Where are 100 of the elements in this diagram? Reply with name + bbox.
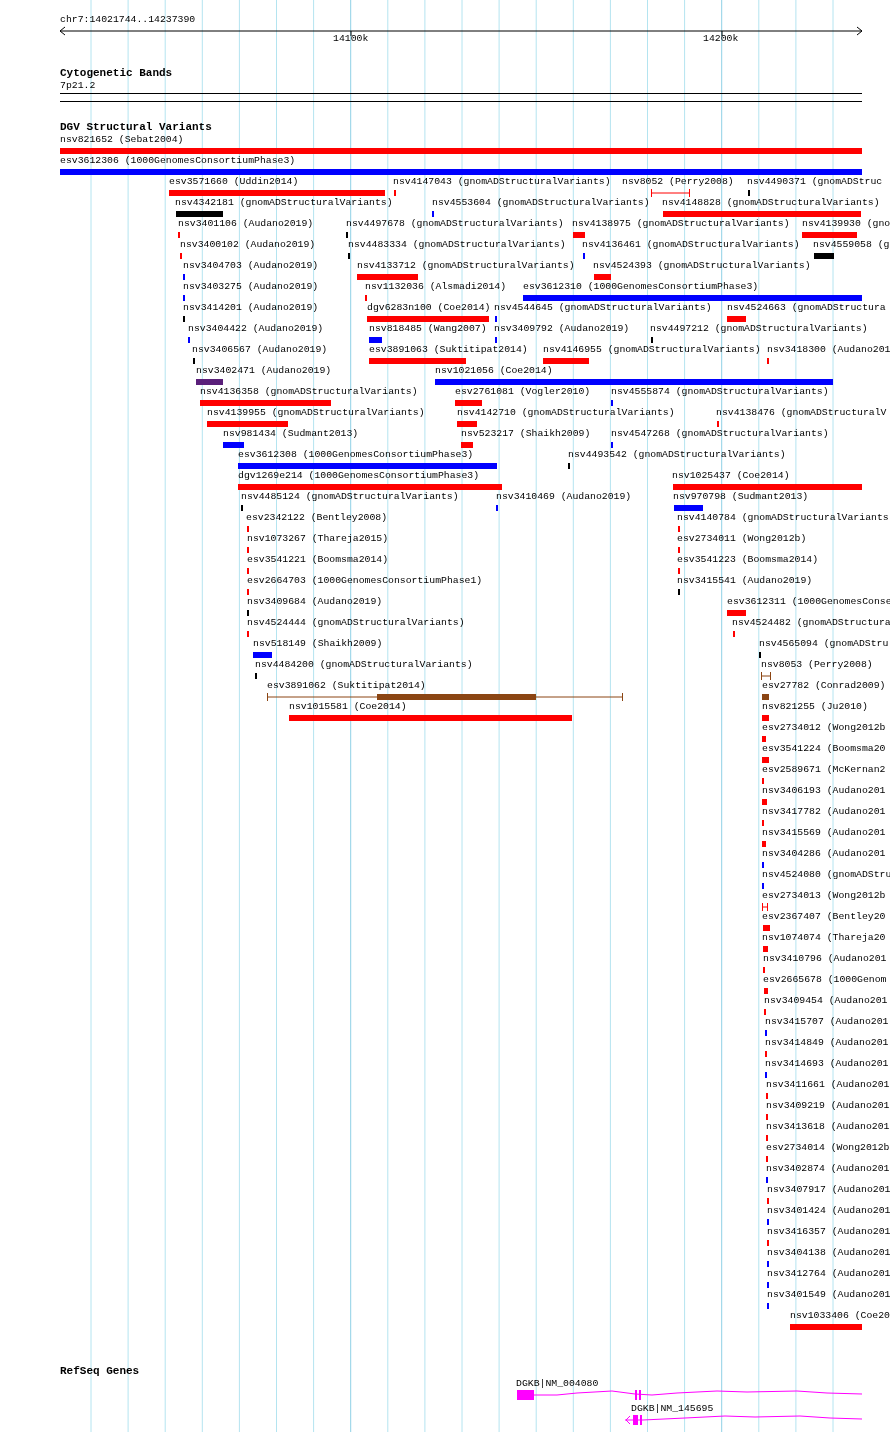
feature-label: esv2367407 (Bentley20 xyxy=(762,911,886,923)
feature-label: nsv4140784 (gnomADStructuralVariants xyxy=(677,512,889,524)
feature-label: nsv3409454 (Audano201 xyxy=(764,995,888,1007)
feature-label: esv2734013 (Wong2012b xyxy=(762,890,886,902)
feature-label: esv2665678 (1000Genom xyxy=(763,974,887,986)
feature-label: esv3612308 (1000GenomesConsortiumPhase3) xyxy=(238,449,474,461)
feature-label: nsv3404138 (Audano201 xyxy=(767,1247,890,1259)
track-heading: DGV Structural Variants xyxy=(60,121,212,133)
feature-label: nsv818485 (Wang2007) xyxy=(369,323,487,335)
feature-label: nsv4493542 (gnomADStructuralVariants) xyxy=(568,449,786,461)
feature-label: nsv3401106 (Audano2019) xyxy=(178,218,314,230)
feature-label: nsv3407917 (Audano201 xyxy=(767,1184,890,1196)
feature-label: nsv1025437 (Coe2014) xyxy=(672,470,790,482)
feature-label: nsv3402874 (Audano201 xyxy=(766,1163,890,1175)
track-heading: Cytogenetic Bands xyxy=(60,67,173,79)
axis-label: 14100k xyxy=(333,33,369,45)
feature-label: nsv1021056 (Coe2014) xyxy=(435,365,553,377)
feature-label: nsv3404422 (Audano2019) xyxy=(188,323,324,335)
feature-label: nsv3417782 (Audano201 xyxy=(762,806,886,818)
feature-label: nsv4544645 (gnomADStructuralVariants) xyxy=(494,302,712,314)
track-label: chr7:14021744..14237390 xyxy=(60,14,196,26)
feature-label: esv3612306 (1000GenomesConsortiumPhase3) xyxy=(60,155,296,167)
feature-label: nsv4547268 (gnomADStructuralVariants) xyxy=(611,428,829,440)
feature-label: esv2734014 (Wong2012b xyxy=(766,1142,890,1154)
feature-label: nsv1074074 (Thareja20 xyxy=(762,932,886,944)
feature-label: nsv4139930 (gno xyxy=(802,218,890,230)
feature-label: nsv4342181 (gnomADStructuralVariants) xyxy=(175,197,393,209)
feature-label: esv3541224 (Boomsma20 xyxy=(762,743,886,755)
feature-label: nsv3403275 (Audano2019) xyxy=(183,281,319,293)
feature-label: esv2589671 (McKernan2 xyxy=(762,764,886,776)
feature-label: nsv4484200 (gnomADStructuralVariants) xyxy=(255,659,473,671)
feature-label: esv2664703 (1000GenomesConsortiumPhase1) xyxy=(247,575,483,587)
feature-label: nsv3406567 (Audano2019) xyxy=(192,344,328,356)
feature-label: nsv3414693 (Audano201 xyxy=(765,1058,889,1070)
feature-label: nsv4138476 (gnomADStructuralV xyxy=(716,407,887,419)
feature-label: nsv3404286 (Audano201 xyxy=(762,848,886,860)
feature-label: nsv4146955 (gnomADStructuralVariants) xyxy=(543,344,761,356)
feature-label: nsv3400102 (Audano2019) xyxy=(180,239,316,251)
feature-label: nsv3404703 (Audano2019) xyxy=(183,260,319,272)
feature-label: nsv4136461 (gnomADStructuralVariants) xyxy=(582,239,800,251)
feature-label: nsv4490371 (gnomADStruc xyxy=(747,176,883,188)
feature-label: nsv4565094 (gnomADStru xyxy=(759,638,889,650)
feature-label: nsv4483334 (gnomADStructuralVariants) xyxy=(348,239,566,251)
feature-label: nsv3401424 (Audano201 xyxy=(767,1205,890,1217)
feature-label: esv3891062 (Suktitipat2014) xyxy=(267,680,426,692)
feature-label: nsv1132036 (Alsmadi2014) xyxy=(365,281,507,293)
feature-label: nsv4139955 (gnomADStructuralVariants) xyxy=(207,407,425,419)
feature-label: nsv3415541 (Audano2019) xyxy=(677,575,813,587)
feature-label: nsv3409219 (Audano201 xyxy=(766,1100,890,1112)
feature-label: nsv3409792 (Audano2019) xyxy=(494,323,630,335)
feature-label: esv27782 (Conrad2009) xyxy=(762,680,886,692)
feature-label: esv3541221 (Boomsma2014) xyxy=(247,554,389,566)
feature-label: nsv3410796 (Audano201 xyxy=(763,953,887,965)
gene-label: DGKB|NM_004080 xyxy=(516,1378,599,1390)
feature-label: nsv4136358 (gnomADStructuralVariants) xyxy=(200,386,418,398)
feature-label: nsv3406193 (Audano201 xyxy=(762,785,886,797)
feature-label: nsv3413618 (Audano201 xyxy=(766,1121,890,1133)
feature-label: esv3571660 (Uddin2014) xyxy=(169,176,299,188)
feature-label: nsv3414849 (Audano201 xyxy=(765,1037,889,1049)
feature-label: nsv3415707 (Audano201 xyxy=(765,1016,889,1028)
feature-label: nsv3414201 (Audano2019) xyxy=(183,302,319,314)
feature-label: nsv523217 (Shaikh2009) xyxy=(461,428,591,440)
feature-label: nsv4497678 (gnomADStructuralVariants) xyxy=(346,218,564,230)
feature-label: esv3612311 (1000GenomesConse xyxy=(727,596,890,608)
feature-label: nsv1073267 (Thareja2015) xyxy=(247,533,389,545)
feature-label: esv2734012 (Wong2012b xyxy=(762,722,886,734)
feature-label: nsv518149 (Shaikh2009) xyxy=(253,638,383,650)
feature-label: nsv4555874 (gnomADStructuralVariants) xyxy=(611,386,829,398)
feature-label: nsv4524444 (gnomADStructuralVariants) xyxy=(247,617,465,629)
feature-label: esv3612310 (1000GenomesConsortiumPhase3) xyxy=(523,281,759,293)
feature-label: esv2734011 (Wong2012b) xyxy=(677,533,807,545)
feature-label: esv2342122 (Bentley2008) xyxy=(246,512,388,524)
feature-label: esv3541223 (Boomsma2014) xyxy=(677,554,819,566)
feature-label: nsv1015581 (Coe2014) xyxy=(289,701,407,713)
feature-label: nsv4147043 (gnomADStructuralVariants) xyxy=(393,176,611,188)
feature-label: esv2761081 (Vogler2010) xyxy=(455,386,591,398)
feature-label: nsv4524080 (gnomADStru xyxy=(762,869,890,881)
axis-label: 14200k xyxy=(703,33,739,45)
feature-label: nsv4553604 (gnomADStructuralVariants) xyxy=(432,197,650,209)
feature-label: nsv8052 (Perry2008) xyxy=(622,176,734,188)
feature-label: nsv3418300 (Audano201 xyxy=(767,344,890,356)
feature-label: nsv4138975 (gnomADStructuralVariants) xyxy=(572,218,790,230)
feature-label: nsv3410469 (Audano2019) xyxy=(496,491,632,503)
gene-label: DGKB|NM_145695 xyxy=(631,1403,714,1415)
feature-label: esv3891063 (Suktitipat2014) xyxy=(369,344,528,356)
feature-label: nsv4559058 (g xyxy=(813,239,890,251)
feature-label: nsv4497212 (gnomADStructuralVariants) xyxy=(650,323,868,335)
feature-label: nsv4524393 (gnomADStructuralVariants) xyxy=(593,260,811,272)
feature-label: nsv970798 (Sudmant2013) xyxy=(673,491,809,503)
feature-label: nsv3402471 (Audano2019) xyxy=(196,365,332,377)
feature-label: nsv4485124 (gnomADStructuralVariants) xyxy=(241,491,459,503)
feature-label: nsv3415569 (Audano201 xyxy=(762,827,886,839)
feature-label: nsv821652 (Sebat2004) xyxy=(60,134,184,146)
feature-label: dgv1269e214 (1000GenomesConsortiumPhase3) xyxy=(238,470,480,482)
feature-label: nsv4524663 (gnomADStructura xyxy=(727,302,886,314)
track-label: 7p21.2 xyxy=(60,80,96,92)
feature-label: nsv821255 (Ju2010) xyxy=(762,701,868,713)
feature-label: nsv3409684 (Audano2019) xyxy=(247,596,383,608)
feature-label: nsv4133712 (gnomADStructuralVariants) xyxy=(357,260,575,272)
feature-label: nsv4524482 (gnomADStructura xyxy=(732,617,890,629)
